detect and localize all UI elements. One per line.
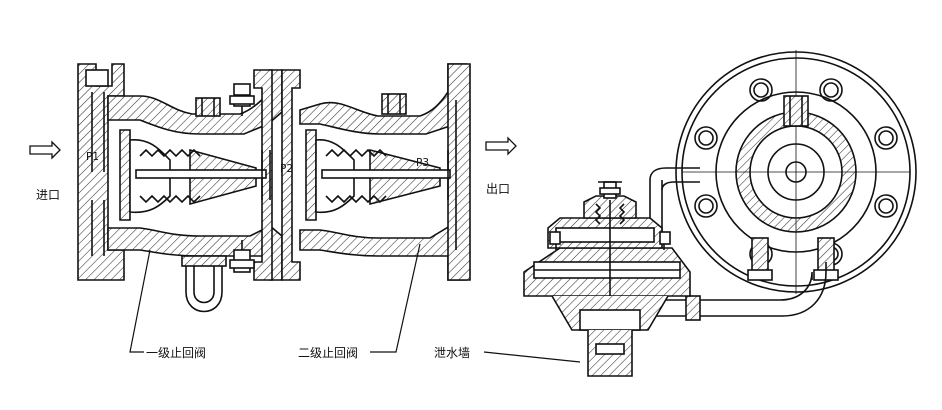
- stage1-lower-wall: [107, 225, 283, 281]
- outlet-flange: [447, 63, 471, 281]
- drain-label: 泄水墙: [434, 346, 470, 360]
- outlet-label: 出口: [486, 182, 510, 196]
- external-view: [483, 50, 917, 377]
- relief-valve: [523, 181, 691, 377]
- flange-fittings: [747, 237, 839, 281]
- stage1-drain-tube: [181, 255, 227, 313]
- p3-label: P3: [416, 157, 429, 169]
- stage1-leader: [129, 249, 151, 353]
- inlet-label: 进口: [36, 188, 60, 202]
- stage2-label: 二级止回阀: [298, 346, 358, 360]
- end-flange-view: [675, 50, 917, 294]
- arrow-right-icon: [485, 136, 517, 156]
- inlet-flange: [77, 63, 125, 281]
- section-view: [77, 63, 471, 353]
- relief-pipe: [649, 167, 827, 321]
- stage1-top-boss: [195, 97, 221, 117]
- stage1-label: 一级止回阀: [146, 346, 206, 360]
- drain-leader: [483, 351, 581, 363]
- p2-label: P2: [280, 163, 293, 175]
- stage2-upper-wall: [299, 63, 467, 135]
- stage2-check-valve: [305, 129, 451, 221]
- p1-label: P1: [86, 151, 99, 163]
- arrow-right-icon: [29, 140, 61, 160]
- stage2-lower-wall: [299, 225, 467, 281]
- stage2-leader: [370, 243, 421, 353]
- stage1-check-valve: [119, 129, 271, 221]
- stage2-top-boss: [381, 93, 407, 115]
